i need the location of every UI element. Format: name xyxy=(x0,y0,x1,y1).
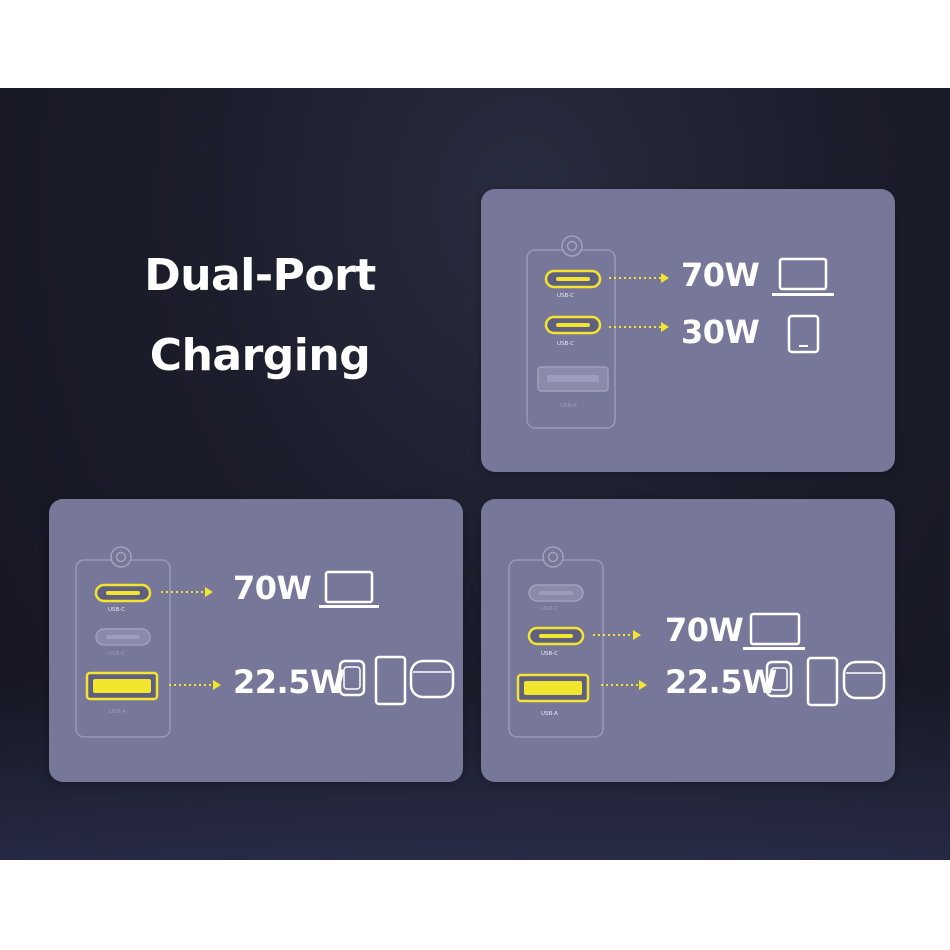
usb-c-port-1 xyxy=(528,584,584,602)
usb-c-port-2 xyxy=(544,315,602,335)
charging-scenario-panel-3: USB-C USB-C USB-A xyxy=(481,499,895,782)
usb-c-port-2 xyxy=(95,628,151,646)
output-arrow-2 xyxy=(609,322,669,332)
port-2-label: USB-C xyxy=(541,651,558,657)
laptop-icon xyxy=(743,612,805,650)
port-3-label: USB-A xyxy=(109,709,126,715)
earbuds-case-icon xyxy=(842,660,886,700)
usb-c-port-1 xyxy=(94,583,152,603)
port-1-label: USB-C xyxy=(557,293,574,299)
tablet-icon xyxy=(787,314,820,354)
headline: Dual-Port Charging xyxy=(110,236,410,396)
usb-a-port xyxy=(516,673,590,703)
charger-logo-icon xyxy=(561,235,583,257)
power-rating-30w: 30W xyxy=(681,313,760,351)
power-rating-70w: 70W xyxy=(665,611,744,649)
panel-2-diagram: USB-C USB-C USB-A xyxy=(75,546,455,738)
usb-c-port-2 xyxy=(527,626,585,646)
output-arrow-2 xyxy=(601,680,647,690)
phone-icon xyxy=(806,656,839,707)
usb-a-port xyxy=(537,366,609,392)
charging-scenario-panel-2: USB-C USB-C USB-A xyxy=(49,499,463,782)
power-rating-70w: 70W xyxy=(681,256,760,294)
laptop-icon xyxy=(319,570,379,608)
output-arrow-2 xyxy=(169,680,221,690)
earbuds-case-icon xyxy=(409,659,455,699)
port-3-label: USB-A xyxy=(541,711,558,717)
charger-logo-icon xyxy=(542,546,564,568)
charging-scenario-panel-1: USB-C USB-C USB-A xyxy=(481,189,895,472)
phone-icon xyxy=(374,655,407,706)
charger-logo-icon xyxy=(110,546,132,568)
smartwatch-icon xyxy=(338,659,366,697)
usb-c-port-1 xyxy=(544,269,602,289)
power-rating-22-5w: 22.5W xyxy=(665,663,777,701)
port-2-label: USB-C xyxy=(557,341,574,347)
port-3-label: USB-A xyxy=(560,403,577,409)
hero-banner: Dual-Port Charging USB-C USB-C xyxy=(0,88,950,860)
headline-line-1: Dual-Port xyxy=(144,250,376,301)
port-1-label: USB-C xyxy=(541,606,558,612)
port-2-label: USB-C xyxy=(108,651,125,657)
panel-3-diagram: USB-C USB-C USB-A xyxy=(508,546,886,738)
output-arrow-1 xyxy=(609,273,669,283)
smartwatch-icon xyxy=(765,660,793,698)
laptop-icon xyxy=(772,257,834,296)
output-arrow-1 xyxy=(161,587,213,597)
power-rating-70w: 70W xyxy=(233,569,312,607)
port-1-label: USB-C xyxy=(108,607,125,613)
output-arrow-1 xyxy=(593,630,641,640)
headline-line-2: Charging xyxy=(149,330,371,381)
power-rating-22-5w: 22.5W xyxy=(233,663,345,701)
usb-a-port xyxy=(85,671,159,701)
panel-1-diagram: USB-C USB-C USB-A xyxy=(526,235,834,429)
